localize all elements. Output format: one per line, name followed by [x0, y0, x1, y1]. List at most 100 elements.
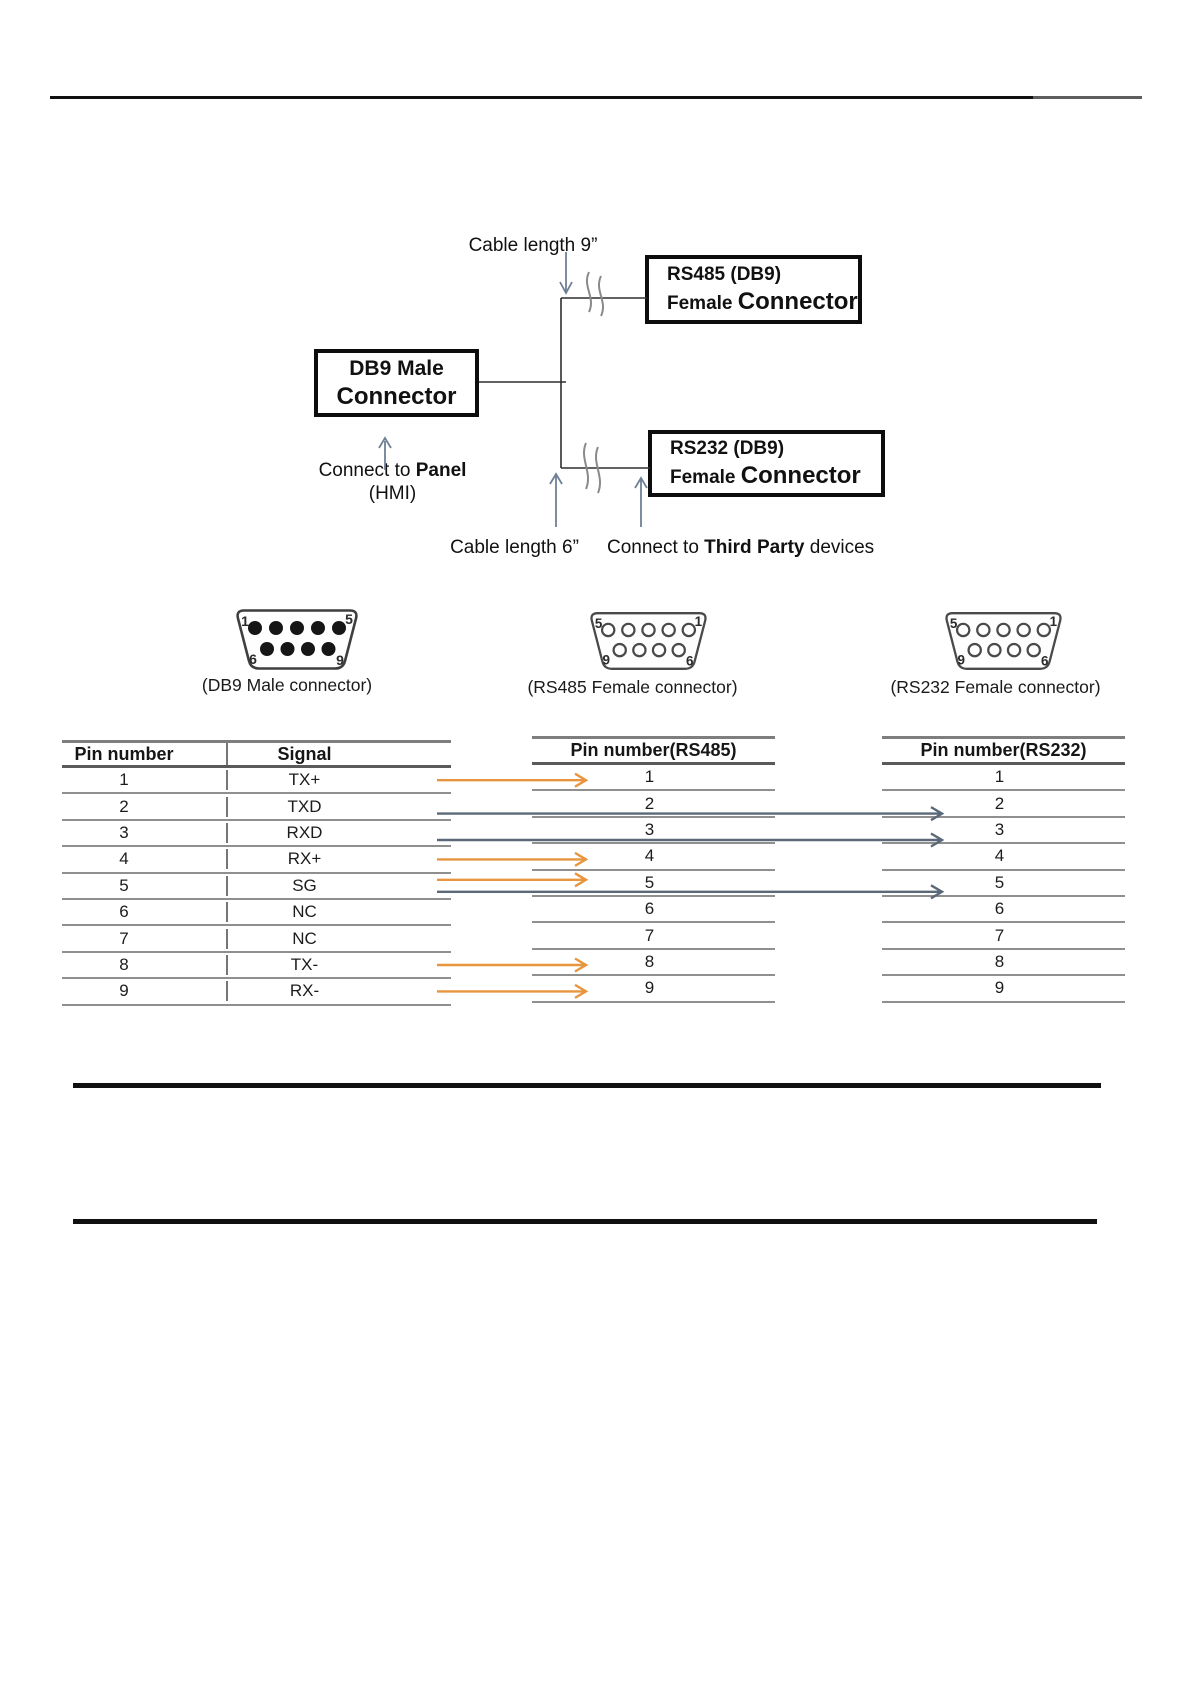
pin-label-tl: 5: [950, 616, 958, 631]
table-row: 6: [882, 897, 1125, 924]
break-mark: [586, 271, 592, 313]
top-rule: [50, 96, 1033, 99]
cable-length-6-label: Cable length 6”: [450, 537, 579, 558]
pin-label-br: 9: [336, 652, 344, 668]
signal-cell: TX-: [290, 954, 319, 974]
table-row: 2 TXD: [62, 794, 451, 821]
table-row: 5: [882, 871, 1125, 897]
connect-to-panel-label: Connect to Panel (HMI): [300, 459, 485, 505]
db9-box-line1: DB9 Male: [349, 357, 444, 380]
signal-cell: TX+: [288, 770, 321, 790]
pin-label-tr: 1: [695, 614, 703, 629]
table-row: 3: [532, 818, 775, 845]
db9-box-line2: Connector: [336, 383, 457, 410]
cable-break-marks: [583, 271, 604, 494]
rs485-female-connector-figure: 5 1 9 6: [590, 612, 707, 670]
pin-label-br: 6: [1041, 653, 1048, 668]
table-row: 8: [532, 950, 775, 977]
rs485-box-line2: Female Connector: [649, 288, 858, 317]
rs232-box-line2: Female Connector: [652, 462, 881, 491]
pin-cell: 3: [62, 822, 228, 843]
pin-cell: 5: [62, 875, 228, 896]
table-row: 8 TX-: [62, 953, 451, 980]
connect-third-party-label: Connect to Third Party devices: [607, 536, 874, 559]
connect-panel-hmi: (HMI): [368, 483, 417, 504]
table-row: 1 TX+: [62, 768, 451, 795]
pin-cell: 8: [62, 954, 228, 975]
pin-cell: 6: [62, 902, 228, 923]
pin-label-bl: 6: [249, 651, 257, 667]
rs485-female-caption: (RS485 Female connector): [527, 677, 738, 697]
cable-length-9-label: Cable length 9”: [468, 235, 598, 256]
rs232-box-line1: RS232 (DB9): [670, 438, 785, 459]
rs485-box-line1: RS485 (DB9): [667, 264, 782, 285]
rs485-box-connector: Connector: [737, 288, 858, 315]
db9-male-pin-labels: 1 5 6 9: [241, 611, 353, 668]
signal-cell: SG: [292, 875, 317, 895]
connect-panel-bold: Panel: [415, 460, 467, 481]
pin-cell: 4: [62, 849, 228, 870]
up-arrow-icon: [549, 472, 563, 527]
pin-cell: 7: [62, 928, 228, 949]
rs232-female-pin-labels: 5 1 9 6: [950, 614, 1058, 668]
pin-cell: 1: [62, 770, 228, 791]
db9-male-connector-figure: 1 5 6 9: [236, 609, 358, 670]
table-row: 9 RX-: [62, 979, 451, 1006]
rs485-box-female: Female: [667, 293, 738, 314]
up-arrow-icon: [634, 476, 648, 527]
pin-label-tr: 5: [345, 611, 353, 627]
header-signal: Signal: [277, 743, 332, 764]
table-row: 3: [882, 818, 1125, 845]
break-mark: [583, 442, 589, 490]
rs232-female-caption: (RS232 Female connector): [890, 677, 1101, 697]
connect-tp-prefix: Connect to: [607, 537, 705, 558]
table-row: 4: [882, 844, 1125, 871]
down-arrow-icon: [559, 252, 573, 295]
pin-cell: 9: [62, 981, 228, 1002]
rs232-female-connector-figure: 5 1 9 6: [945, 612, 1062, 670]
bottom-rule-2: [73, 1219, 1097, 1224]
pin-label-bl: 9: [958, 653, 965, 668]
table-row: 1: [882, 765, 1125, 792]
connect-panel-prefix: Connect to: [318, 460, 416, 481]
signal-cell: NC: [292, 902, 317, 922]
bottom-rule-1: [73, 1083, 1101, 1088]
rs485-column-header: Pin number(RS485): [532, 736, 775, 765]
pin-label-bl: 9: [603, 653, 610, 668]
pin-label-br: 6: [686, 653, 693, 668]
pin-cell: 2: [62, 796, 228, 817]
signal-cell: RX-: [289, 981, 320, 1001]
table-row: 2: [882, 791, 1125, 818]
signal-cell: TXD: [287, 796, 322, 816]
table-row: 7 NC: [62, 926, 451, 953]
top-rule-gray-segment: [1033, 96, 1142, 99]
table-row: 4: [532, 844, 775, 871]
signal-cell: NC: [292, 928, 317, 948]
signal-cell: RXD: [286, 822, 323, 842]
table-row: 2: [532, 791, 775, 818]
db9-male-connector-box: DB9 Male Connector: [314, 349, 479, 417]
pin-label-tl: 1: [241, 613, 249, 629]
break-mark: [598, 275, 604, 317]
table-row: 9: [882, 976, 1125, 1003]
table-row: 8: [882, 950, 1125, 977]
table-row: 7: [882, 923, 1125, 950]
rs485-pin-column: Pin number(RS485) 1 2 3 4 5 6 7 8 9: [532, 736, 775, 1003]
signal-cell: RX+: [287, 849, 322, 869]
connect-tp-suffix: devices: [804, 537, 875, 558]
cable-lines: [479, 297, 650, 469]
table-row: 4 RX+: [62, 847, 451, 874]
table-row: 6 NC: [62, 900, 451, 927]
connect-tp-bold: Third Party: [704, 537, 805, 558]
pin-label-tl: 5: [595, 616, 603, 631]
table-row: 3 RXD: [62, 821, 451, 848]
rs485-female-pin-labels: 5 1 9 6: [595, 614, 703, 668]
rs232-box-female: Female: [670, 467, 741, 488]
header-pin-number: Pin number: [62, 743, 228, 765]
db9-male-caption: (DB9 Male connector): [201, 675, 373, 695]
rs485-connector-box: RS485 (DB9) Female Connector: [645, 255, 862, 324]
pin-label-tr: 1: [1050, 614, 1058, 629]
rs232-pin-column: Pin number(RS232) 1 2 3 4 5 6 7 8 9: [882, 736, 1125, 1003]
db9-male-pins: [248, 621, 346, 656]
rs232-column-header: Pin number(RS232): [882, 736, 1125, 765]
